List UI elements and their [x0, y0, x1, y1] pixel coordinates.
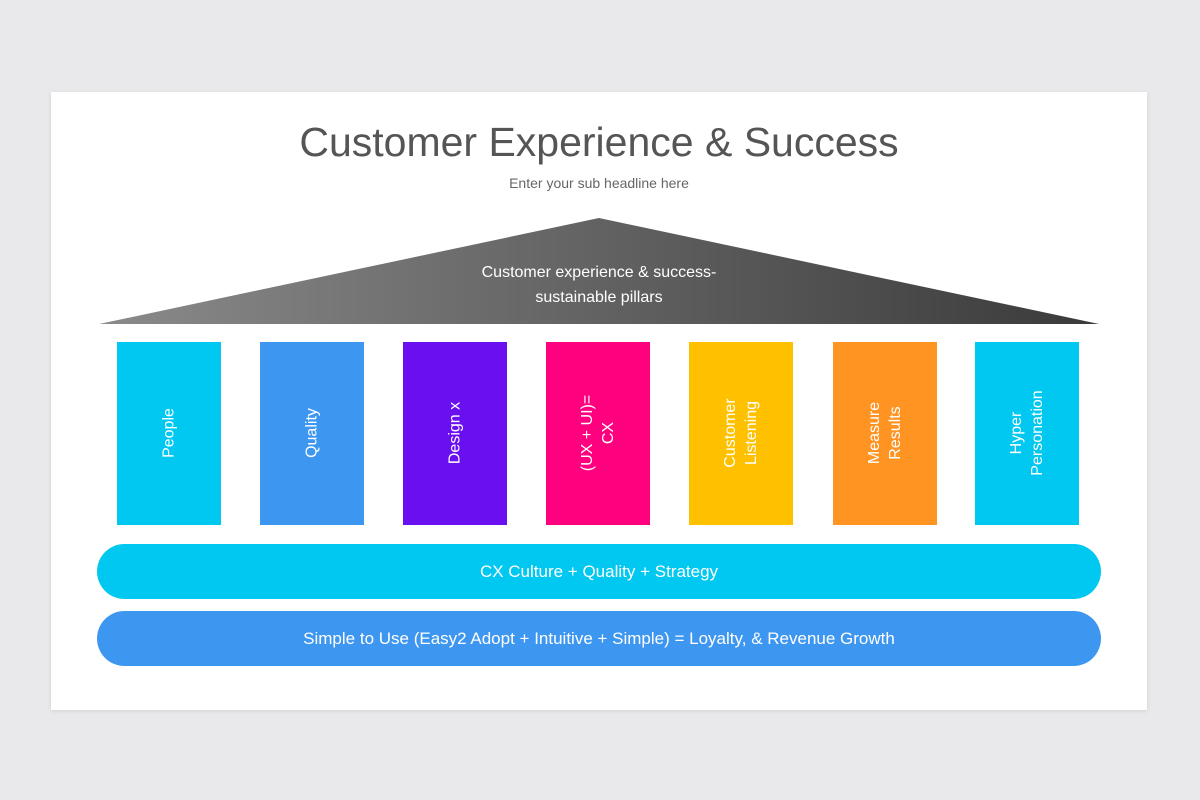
pillar-label-line: CX: [600, 421, 617, 445]
pillar-label-line: Measure: [866, 401, 883, 465]
pillar-quality: Quality: [260, 342, 364, 525]
pillar-label-line: Listening: [743, 400, 760, 466]
roof: Customer experience & success- sustainab…: [99, 218, 1099, 325]
pillar-label-line: Design x: [446, 401, 464, 465]
pillar-hyper-personation: Hyper Personation: [975, 342, 1079, 525]
pillar-people: People: [117, 342, 221, 525]
pillar-label-line: (UX + UI)=: [579, 394, 596, 472]
pillar-label: Design x: [445, 348, 466, 518]
pillar-measure-results: Measure Results: [833, 342, 937, 525]
roof-caption-line-2: sustainable pillars: [535, 289, 663, 306]
slide: Customer Experience & Success Enter your…: [51, 92, 1147, 710]
pillar-label-line: Customer: [722, 398, 739, 468]
pillar-label: Quality: [302, 348, 323, 518]
pillar-label: People: [159, 348, 180, 518]
band-label: Simple to Use (Easy2 Adopt + Intuitive +…: [303, 628, 895, 648]
slide-title: Customer Experience & Success: [299, 119, 899, 165]
pillar-label: Hyper Personation: [1006, 348, 1048, 518]
pillar-label-line: Hyper: [1008, 411, 1025, 455]
band-label: CX Culture + Quality + Strategy: [479, 561, 719, 581]
pillar-label-line: Personation: [1029, 390, 1046, 476]
slide-subtitle: Enter your sub headline here: [509, 175, 689, 191]
pillar-ux-ui-cx: (UX + UI)= CX: [546, 342, 650, 525]
band-cx-culture: CX Culture + Quality + Strategy: [97, 544, 1101, 599]
pillar-label-line: Quality: [303, 408, 321, 458]
pillar-label: Measure Results: [864, 348, 906, 518]
pillar-label: Customer Listening: [720, 348, 762, 518]
band-simple-to-use: Simple to Use (Easy2 Adopt + Intuitive +…: [97, 611, 1101, 666]
roof-caption-line-1: Customer experience & success-: [481, 264, 717, 281]
pillar-label-line: People: [160, 408, 178, 458]
roof-caption: Customer experience & success- sustainab…: [399, 260, 799, 310]
pillar-label-line: Results: [887, 406, 904, 460]
pillar-customer-listening: Customer Listening: [689, 342, 793, 525]
pillar-label: (UX + UI)= CX: [577, 348, 619, 518]
roof-shape: [99, 218, 1099, 324]
pillar-design: Design x: [403, 342, 507, 525]
